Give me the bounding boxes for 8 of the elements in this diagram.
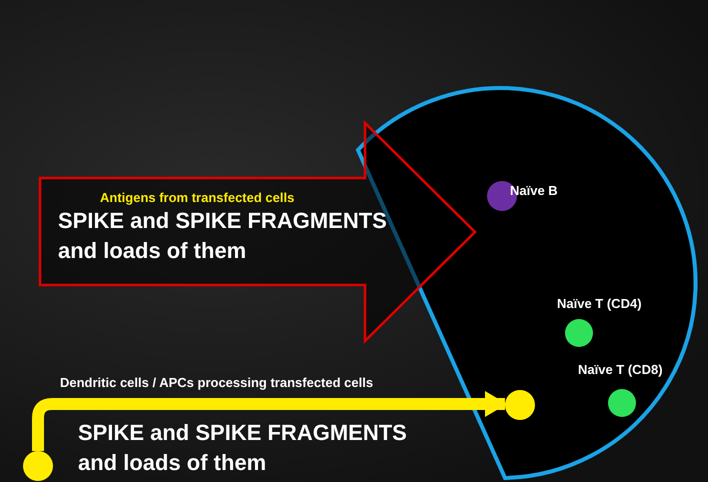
cell-label: Naïve T (CD4)	[557, 296, 642, 311]
arrow-caption: Antigens from transfected cells	[100, 190, 294, 205]
edge-label: Dendritic cells / APCs processing transfected cells	[60, 375, 374, 390]
caption-text: SPIKE and SPIKE FRAGMENTS and loads of them	[78, 419, 408, 477]
cell-dot	[23, 451, 53, 481]
cell-label: Naïve T (CD8)	[578, 362, 663, 377]
arrow	[32, 391, 507, 451]
arrow-text: SPIKE and SPIKE FRAGMENTS and loads of them	[58, 207, 388, 265]
